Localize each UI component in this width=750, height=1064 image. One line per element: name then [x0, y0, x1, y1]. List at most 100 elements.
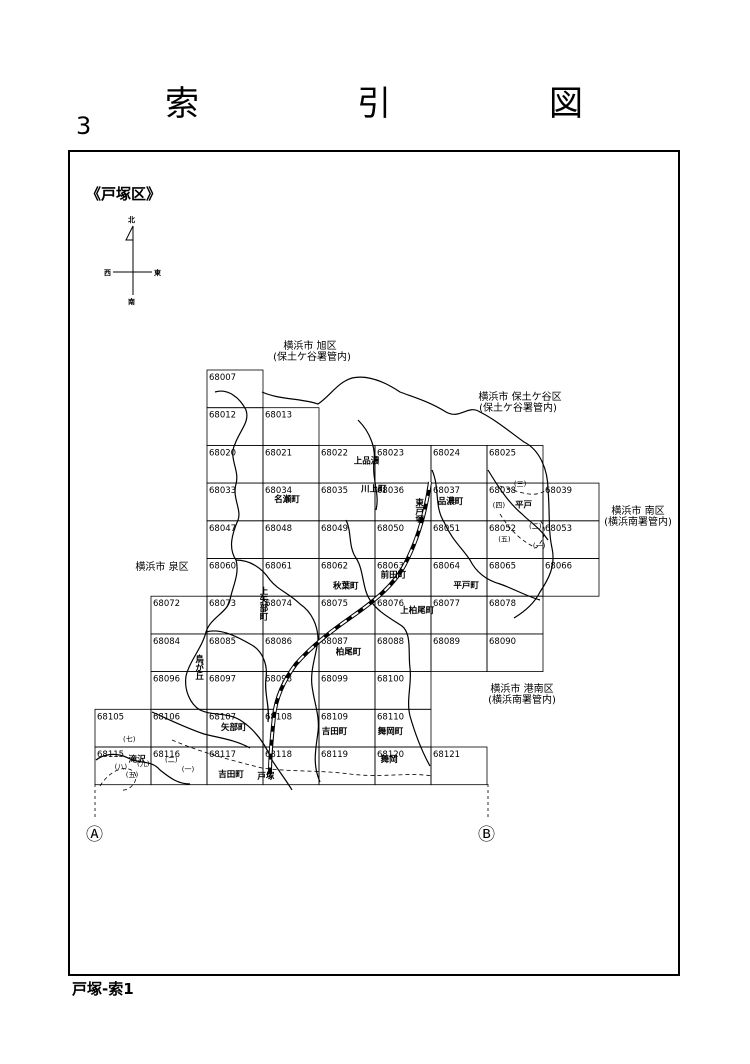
grid-cell[interactable] [542, 558, 600, 597]
region-asahi-name: 横浜市 旭区 [283, 339, 336, 352]
grid-cell-label: 68089 [433, 637, 460, 647]
page-title: 索 引 図 [165, 84, 645, 124]
place-label: 上柏尾町 [400, 605, 435, 616]
region-izumi-name: 横浜市 泉区 [135, 560, 188, 573]
vertical-place-label: 上矢部町 [258, 586, 269, 622]
grid-cell-label: 68020 [209, 448, 236, 458]
sub-area-label: (二) [529, 522, 542, 530]
grid-cell-label: 68036 [377, 486, 404, 496]
place-label: 平戸町 [453, 581, 479, 591]
compass-north: 北 [128, 215, 135, 224]
grid-cell-label: 68034 [265, 486, 292, 496]
sub-area-label: (一) [182, 766, 195, 774]
boundary-lines [95, 376, 554, 791]
grid-cell-label: 68077 [433, 599, 460, 609]
vertical-place-label: 鳥が丘 [194, 654, 204, 680]
grid-cell-label: 68051 [433, 524, 460, 534]
grid-cell-label: 68049 [321, 524, 348, 534]
sub-area-label: (五) [498, 536, 511, 544]
grid-cell-label: 68037 [433, 486, 460, 496]
grid-cell-label: 68098 [265, 675, 292, 685]
grid-cell-label: 68088 [377, 637, 404, 647]
sub-area-label: (一) [533, 542, 546, 550]
dashed-boundary [99, 485, 549, 791]
grid-cell-label: 68087 [321, 637, 348, 647]
region-minami-police: (横浜南署管内) [604, 515, 672, 528]
page-footer: 戸塚-索1 [72, 980, 134, 998]
place-labels: 上品濃名瀬町川上町品濃町平戸前田町秋葉町平戸町上柏尾町柏尾町矢部町吉田町舞岡町吉… [115, 455, 546, 782]
grid-cell[interactable] [430, 746, 488, 786]
compass-east: 東 [154, 268, 162, 277]
compass-south: 南 [128, 297, 135, 306]
grid-cell-label: 68035 [321, 486, 348, 496]
grid-cell-label: 68053 [545, 524, 572, 534]
grid-cell-label: 68120 [377, 750, 404, 760]
grid-cell-label: 68052 [489, 524, 516, 534]
place-label: 舞岡 [380, 754, 398, 765]
ward-label: 《戸塚区》 [86, 185, 161, 203]
grid-cell-label: 68063 [377, 562, 404, 572]
marker-a: Ⓐ [86, 825, 103, 845]
region-konan-name: 横浜市 港南区 [490, 682, 553, 695]
region-asahi-police: (保土ケ谷署管内) [273, 350, 351, 363]
grid-cell-label: 68012 [209, 411, 236, 421]
sub-area-label: (九) [137, 759, 150, 768]
compass-rose: 北 南 西 東 [104, 215, 162, 306]
place-label: 吉田町 [322, 726, 348, 737]
place-label: 秋葉町 [332, 581, 359, 592]
marker-b: Ⓑ [478, 825, 495, 845]
region-hodogaya-police: (保土ケ谷署管内) [479, 401, 557, 414]
place-label: 吉田町 [218, 769, 244, 780]
sub-area-label: (八) [115, 763, 128, 771]
sub-area-label: (七) [123, 734, 136, 743]
compass-west: 西 [104, 269, 111, 277]
grid-cell-label: 68097 [209, 675, 236, 685]
grid-cell-label: 68050 [377, 524, 404, 534]
grid-cell-label: 68047 [209, 524, 236, 534]
grid-cell-label: 68073 [209, 599, 236, 609]
grid-cell-label: 68106 [153, 712, 180, 722]
grid-cell-label: 68007 [209, 373, 236, 383]
sub-area-label: (二) [165, 756, 178, 764]
grid-cell-label: 68100 [377, 675, 404, 685]
grid-cell-label: 68038 [489, 486, 516, 496]
place-label: 滝沢 [129, 754, 147, 765]
place-label: 上品濃 [354, 455, 380, 466]
grid-cell-label: 68074 [265, 599, 292, 609]
grid-cell-label: 68076 [377, 599, 404, 609]
place-label: 品濃町 [438, 496, 464, 507]
grid-cell-label: 68116 [153, 750, 180, 760]
sub-area-label: (五) [126, 771, 139, 779]
place-label: 名瀬町 [274, 494, 300, 505]
north-arrow-icon [125, 225, 134, 241]
sub-area-label: (三) [514, 480, 527, 488]
grid-cell-label: 68085 [209, 637, 236, 647]
grid-cell-label: 68039 [545, 486, 572, 496]
grid-cell-label: 68023 [377, 448, 404, 458]
place-label: 戸塚 [257, 771, 275, 782]
grid-cell-label: 68033 [209, 486, 236, 496]
grid-cell-label: 68117 [209, 750, 236, 760]
grid-cell-label: 68109 [321, 712, 348, 722]
grid-cell-label: 68025 [489, 448, 516, 458]
grid-cell-label: 68066 [545, 562, 572, 572]
grid-cell-label: 68060 [209, 562, 236, 572]
page-number: 3 [76, 112, 92, 140]
place-label: 柏尾町 [336, 647, 362, 658]
vertical-place-label: 東戸塚 [414, 498, 424, 525]
railway-line [268, 481, 432, 775]
place-label: 矢部町 [220, 722, 247, 733]
sub-area-label: (四) [493, 502, 506, 510]
place-label: 前田町 [381, 569, 407, 580]
region-hodogaya-name: 横浜市 保土ケ谷区 [478, 390, 561, 403]
grid-cell-label: 68110 [377, 712, 404, 722]
grid-cell-label: 68121 [433, 750, 460, 760]
grid-cell-label: 68078 [489, 599, 516, 609]
place-label: 舞岡町 [377, 726, 404, 737]
grid-cell-label: 68086 [265, 637, 292, 647]
grid-cell[interactable] [486, 633, 544, 673]
grid-cell-label: 68096 [153, 675, 180, 685]
grid-cell-label: 68021 [265, 448, 292, 458]
grid-cell-label: 68065 [489, 562, 516, 572]
